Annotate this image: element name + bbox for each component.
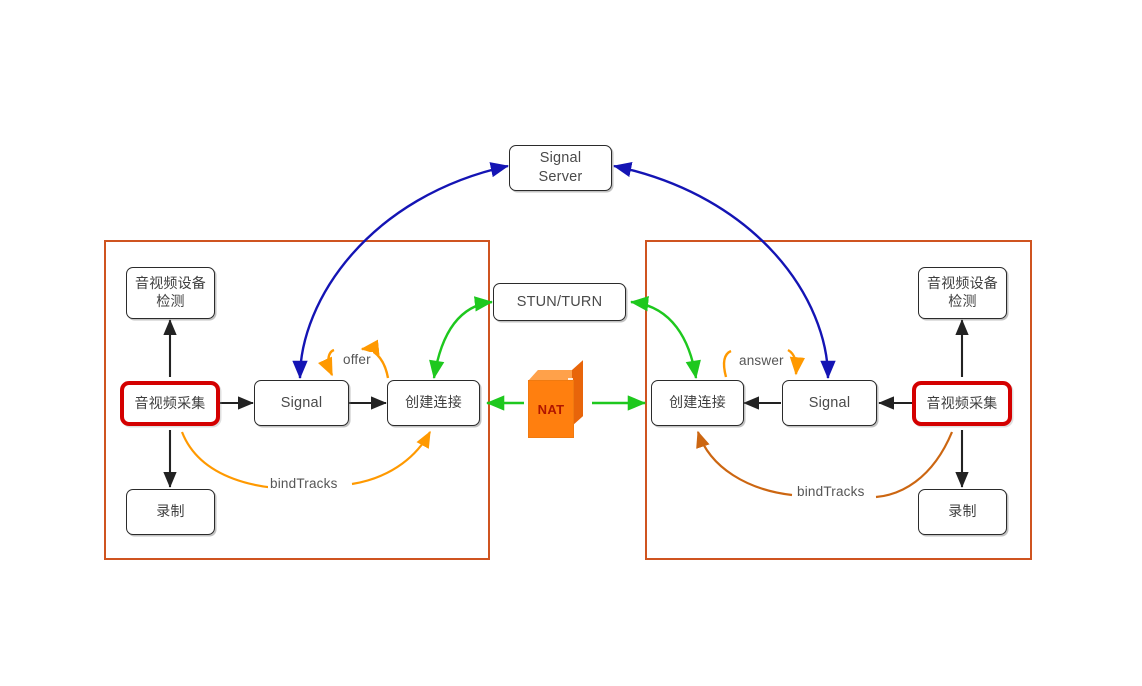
edge-left-createconn-to-stunturn [429,296,493,379]
signal-server-node[interactable]: Signal Server [509,145,612,191]
left-capture-node[interactable]: 音视频采集 [120,381,220,426]
right-record-label: 录制 [948,503,977,520]
left-signal-label: Signal [280,394,323,411]
edge-left-signal-to-server [292,162,509,379]
right-signal-node[interactable]: Signal [782,380,877,426]
edge-left-bindtracks-head [351,430,431,486]
edge-right-answer-tail [722,349,732,378]
edge-right-signal-to-server [613,162,836,379]
left-create-connection-label: 创建连接 [405,394,462,411]
right-device-check-label-line1: 音视频设备 [927,275,998,292]
right-peer-panel [645,240,1032,560]
edge-left-offer-tail [317,348,335,377]
right-capture-node[interactable]: 音视频采集 [912,381,1012,426]
right-capture-label: 音视频采集 [926,394,998,411]
left-create-connection-node[interactable]: 创建连接 [387,380,480,426]
left-device-check-label-line2: 检测 [156,293,185,309]
edge-left-offer [360,339,390,379]
nat-node[interactable]: NAT [528,360,586,438]
nat-label: NAT [537,401,565,417]
signal-server-label-line2: Server [538,169,583,185]
right-record-node[interactable]: 录制 [918,489,1007,535]
right-create-connection-label: 创建连接 [669,394,726,411]
left-bindtracks-label: bindTracks [268,476,340,491]
left-record-node[interactable]: 录制 [126,489,215,535]
right-device-check-node[interactable]: 音视频设备 检测 [918,267,1007,319]
left-capture-label: 音视频采集 [134,394,206,411]
stun-turn-node[interactable]: STUN/TURN [493,283,626,321]
right-device-check-label-line2: 检测 [948,293,977,309]
left-device-check-label-line1: 音视频设备 [135,275,206,292]
left-signal-node[interactable]: Signal [254,380,349,426]
stun-turn-label: STUN/TURN [516,293,603,310]
edge-right-bindtracks-head [696,430,793,497]
right-answer-label: answer [737,353,786,368]
edge-right-answer [787,348,806,376]
right-signal-label: Signal [808,394,851,411]
right-create-connection-node[interactable]: 创建连接 [651,380,744,426]
left-offer-label: offer [341,352,373,367]
edge-right-createconn-to-stunturn [630,296,701,379]
right-bindtracks-label: bindTracks [795,484,867,499]
left-record-label: 录制 [156,503,185,520]
edge-right-bindtracks [875,431,954,499]
nat-front-face: NAT [528,380,574,438]
signal-server-label-line1: Signal [539,150,582,167]
left-device-check-node[interactable]: 音视频设备 检测 [126,267,215,319]
